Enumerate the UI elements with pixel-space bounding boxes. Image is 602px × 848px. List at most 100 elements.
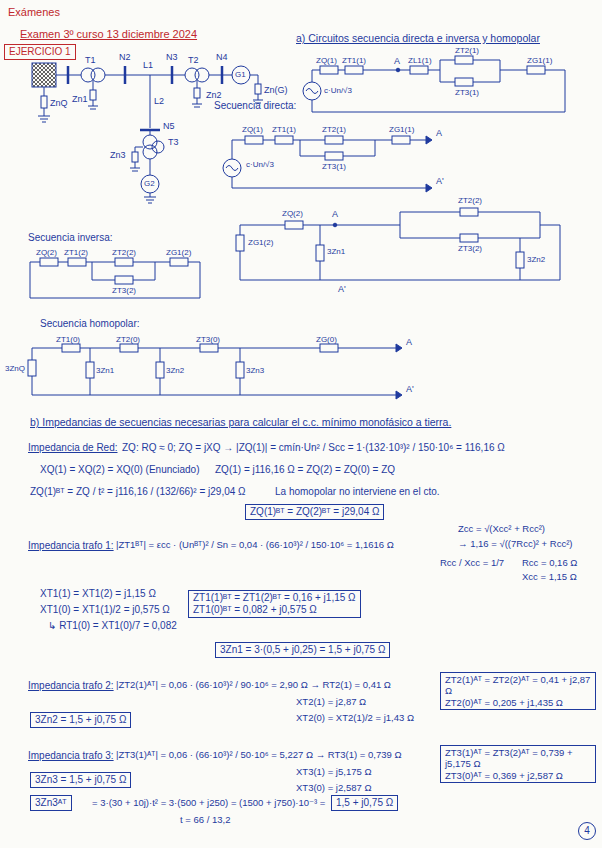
formula-text: ZQ(1) = j116,16 Ω = ZQ(2) = ZQ(0) = ZQ xyxy=(215,464,395,476)
formula-text: → 1,16 = √((7Rcc)² + Rcc²) xyxy=(458,539,572,550)
bus-label: N4 xyxy=(216,52,228,62)
box-text: 1,5 + j0,75 Ω xyxy=(336,797,393,809)
impedance-label: 3Zn1 xyxy=(327,247,345,256)
result-box: 3Zn2 = 1,5 + j0,75 Ω xyxy=(30,712,131,728)
impedance-label: ZnQ xyxy=(50,98,68,108)
formula-text: Zcc = √(Xcc² + Rcc²) xyxy=(458,524,545,535)
section-heading: a) Circuitos secuencia directa e inversa… xyxy=(296,32,540,44)
result-box: ZT3(1)ᴬᵀ = ZT3(2)ᴬᵀ = 0,739 + j5,175 ΩZT… xyxy=(440,745,596,783)
node-label: A' xyxy=(406,384,414,394)
formula-text: XQ(1) = XQ(2) = XQ(0) (Enunciado) xyxy=(40,464,200,476)
formula-text: XT2(1) = j2,87 Ω xyxy=(296,697,366,708)
sequence-circuit xyxy=(28,344,402,399)
result-box: ZT2(1)ᴬᵀ = ZT2(2)ᴬᵀ = 0,41 + j2,87 ΩZT2(… xyxy=(440,672,596,710)
source-label: c·Un/√3 xyxy=(324,86,352,95)
subsection-heading: Impedancia trafo 2: xyxy=(28,680,114,692)
impedance-label: 3Zn3 xyxy=(246,366,264,375)
impedance-label: ZT3(1) xyxy=(322,162,346,171)
generator-label: G2 xyxy=(144,179,155,188)
box-text: ZT2(1)ᴬᵀ = ZT2(2)ᴬᵀ = 0,41 + j2,87 Ω xyxy=(445,674,591,697)
exam-title: Examen 3º curso 13 diciembre 2024 xyxy=(20,28,197,41)
subsection-heading: Impedancia de Red: xyxy=(28,442,118,454)
formula-text: t = 66 / 13,2 xyxy=(180,815,230,826)
result-box: 3Zn1 = 3·(0,5 + j0,25) = 1,5 + j0,75 Ω xyxy=(215,642,390,658)
impedance-label: ZT2(1) xyxy=(455,46,479,55)
page-heading: Exámenes xyxy=(8,6,60,19)
transformer-label: T2 xyxy=(188,55,199,65)
impedance-label: ZT1(2) xyxy=(64,248,88,257)
impedance-label: 3Zn2 xyxy=(527,255,545,264)
page-number-circle: 4 xyxy=(578,822,596,840)
node-label: A xyxy=(332,209,338,219)
result-box: ZQ(1)ᴮᵀ = ZQ(2)ᴮᵀ = j29,04 Ω xyxy=(245,504,384,520)
circuit-heading: Secuencia directa: xyxy=(214,100,296,112)
subsection-heading: Impedancia trafo 1: xyxy=(28,540,114,552)
formula-text: XT3(1) = j5,175 Ω xyxy=(296,767,372,778)
transformer-label: T3 xyxy=(168,137,179,147)
result-box: ZT1(1)ᴮᵀ = ZT1(2)ᴮᵀ = 0,16 + j1,15 ΩZT1(… xyxy=(188,590,361,618)
impedance-label: ZT2(1) xyxy=(322,125,346,134)
impedance-label: ZQ(1) xyxy=(316,56,337,65)
sequence-circuit xyxy=(303,56,565,112)
impedance-label: Zn2 xyxy=(206,90,222,100)
formula-text: = 3·(30 + 10j)·t² = 3·(500 + j250) = (15… xyxy=(92,798,325,809)
box-text: ZT1(0)ᴮᵀ = 0,082 + j0,575 Ω xyxy=(193,604,356,616)
impedance-label: ZT3(0) xyxy=(196,335,220,344)
impedance-label: ZT3(2) xyxy=(112,286,136,295)
impedance-label: ZT3(2) xyxy=(458,244,482,253)
formula-text: Xcc = 1,15 Ω xyxy=(522,572,577,583)
result-box: 3Zn3 = 1,5 + j0,75 Ω xyxy=(30,772,131,788)
grid-symbol xyxy=(32,63,56,87)
box-text: 3Zn3ᴬᵀ xyxy=(35,797,67,809)
impedance-label: Zn1 xyxy=(72,94,88,104)
generator-label: G1 xyxy=(235,70,246,79)
box-text: 3Zn3 = 1,5 + j0,75 Ω xyxy=(35,774,126,786)
impedance-label: Zn3 xyxy=(110,150,126,160)
node-label: A xyxy=(436,128,442,138)
formula-text: |ZT3(1)ᴬᵀ| = 0,06 · (66·10³)² / 50·10⁶ =… xyxy=(116,750,402,761)
section-heading: b) Impedancias de secuencias necesarias … xyxy=(30,416,451,428)
bus-label: N5 xyxy=(163,121,175,131)
formula-text: XT2(0) = XT2(1)/2 = j1,43 Ω xyxy=(296,713,414,724)
box-text: 3Zn2 = 1,5 + j0,75 Ω xyxy=(35,714,126,726)
box-text: ZT1(1)ᴮᵀ = ZT1(2)ᴮᵀ = 0,16 + j1,15 Ω xyxy=(193,592,356,604)
formula-text: ZQ: RQ ≈ 0; ZQ = jXQ → |ZQ(1)| = cmín·Un… xyxy=(122,442,505,454)
box-text: 4 xyxy=(584,825,590,837)
transformer-label: T1 xyxy=(85,55,96,65)
subsection-heading: Impedancia trafo 3: xyxy=(28,750,114,762)
box-text: EJERCICIO 1 xyxy=(9,46,71,58)
line-label: L1 xyxy=(143,60,153,70)
impedance-label: ZL1(1) xyxy=(408,56,432,65)
impedance-label: ZT3(1) xyxy=(455,88,479,97)
impedance-label: ZT1(1) xyxy=(272,125,296,134)
impedance-label: ZQ(2) xyxy=(282,209,303,218)
sequence-circuit xyxy=(30,258,200,298)
impedance-label: ZG1(2) xyxy=(248,238,273,247)
formula-text: |ZT2(1)ᴬᵀ| = 0,06 · (66·10³)² / 90·10⁶ =… xyxy=(116,680,391,691)
result-box: 1,5 + j0,75 Ω xyxy=(331,795,398,811)
single-line-diagram xyxy=(38,66,263,203)
formula-text: Rcc / Xcc = 1/7 xyxy=(440,558,504,569)
formula-text: ZQ(1)ᴮᵀ = ZQ / t² = j116,16 / (132/66)² … xyxy=(30,486,246,498)
line-label: L2 xyxy=(154,96,164,106)
box-text: ZT3(0)ᴬᵀ = 0,369 + j2,587 Ω xyxy=(445,770,591,781)
impedance-label: ZT1(0) xyxy=(56,335,80,344)
circuit-heading: Secuencia homopolar: xyxy=(40,318,140,330)
result-box: 3Zn3ᴬᵀ xyxy=(30,795,72,811)
impedance-label: ZT1(1) xyxy=(342,56,366,65)
impedance-label: ZT2(0) xyxy=(116,335,140,344)
impedance-label: ZQ(1) xyxy=(242,125,263,134)
box-text: ZQ(1)ᴮᵀ = ZQ(2)ᴮᵀ = j29,04 Ω xyxy=(250,506,379,518)
impedance-label: ZQ(2) xyxy=(36,248,57,257)
formula-text: XT3(0) = j2,587 Ω xyxy=(296,783,372,794)
formula-text: XT1(1) = XT1(2) = j1,15 Ω xyxy=(40,588,156,600)
impedance-label: 3ZnQ xyxy=(5,364,25,373)
source-label: c·Un/√3 xyxy=(246,160,274,169)
node-label: A' xyxy=(338,284,346,294)
bus-label: N2 xyxy=(119,52,131,62)
node-label: A xyxy=(406,337,412,347)
node-label: A' xyxy=(436,176,444,186)
impedance-label: ZG(0) xyxy=(316,335,337,344)
impedance-label: ZG1(2) xyxy=(166,248,191,257)
sequence-circuit xyxy=(236,208,560,280)
